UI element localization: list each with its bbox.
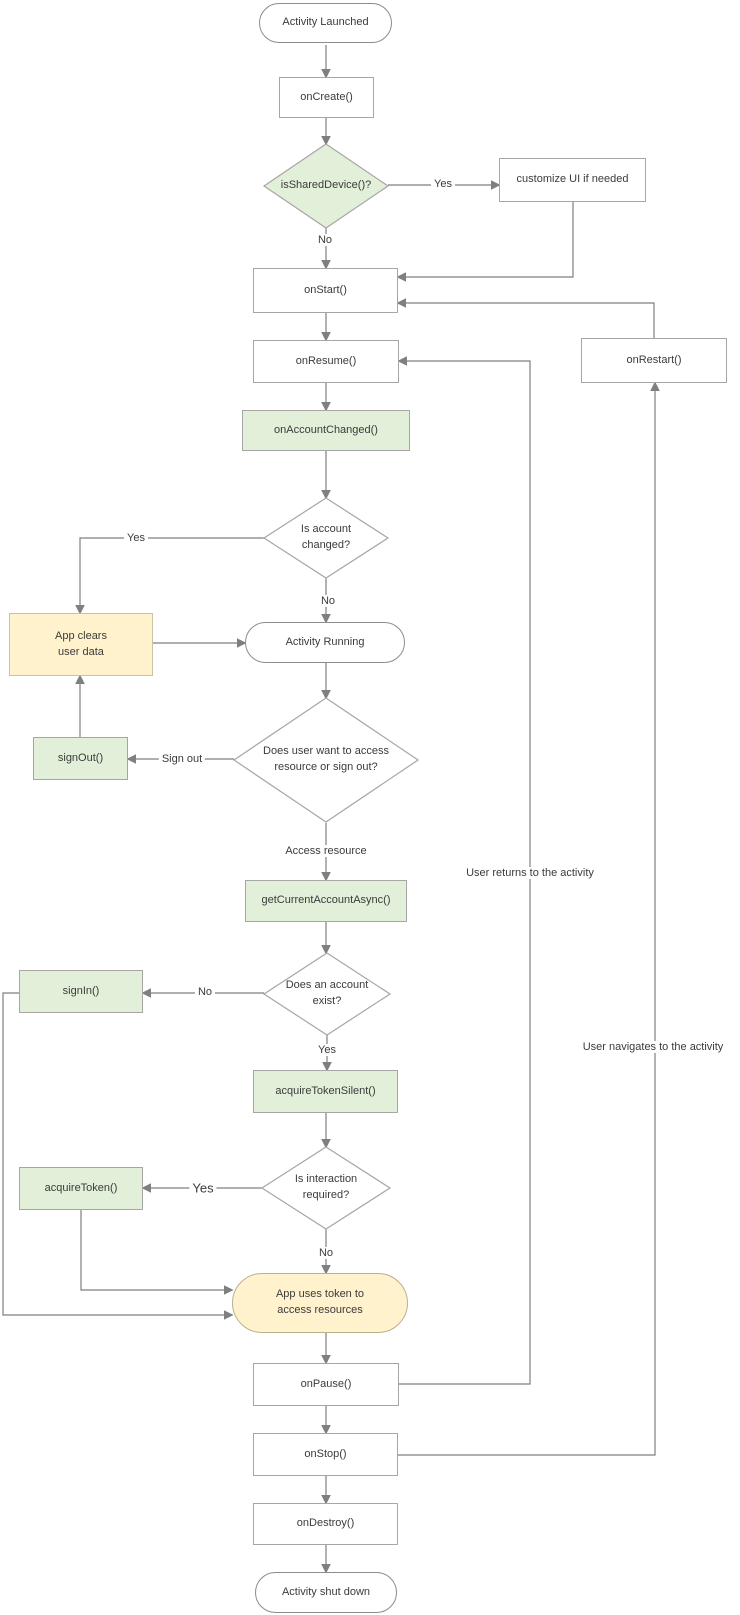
node-isshareddevice-label: isSharedDevice()? [280, 179, 372, 192]
node-is-account-changed-label: Is account changed? [300, 523, 352, 551]
node-activity-shut-down: Activity shut down [255, 1572, 397, 1613]
node-oncreate: onCreate() [279, 77, 374, 118]
node-app-clears-user-data: App clears user data [9, 613, 153, 676]
node-onaccountchanged: onAccountChanged() [242, 410, 410, 451]
edge-label-exist-no: No [194, 986, 216, 998]
connector-ischanged-to-appclears [75, 537, 264, 615]
edge-label-user-navigates: User navigates to the activity [579, 1041, 727, 1053]
node-does-user-want-shape [232, 697, 420, 823]
edge-label-interaction-yes: Yes [189, 1180, 217, 1196]
node-is-account-changed-shape [262, 497, 390, 579]
node-acquiretoken: acquireToken() [19, 1167, 143, 1210]
connector-onstop-to-onrestart-user-navigates [398, 381, 660, 1456]
node-onpause: onPause() [253, 1363, 399, 1406]
edge-label-interaction-no: No [315, 1247, 337, 1259]
node-ondestroy: onDestroy() [253, 1503, 398, 1545]
node-signout: signOut() [33, 737, 128, 780]
edge-label-exist-yes: Yes [315, 1044, 339, 1056]
connector-signin-to-appusestoken [2, 992, 234, 1320]
node-does-account-exist-shape [262, 952, 392, 1036]
node-acquiretokensilent: acquireTokenSilent() [253, 1070, 398, 1113]
node-does-account-exist-label: Does an account exist? [285, 979, 369, 1007]
node-activity-running: Activity Running [245, 622, 405, 663]
edge-label-changed-yes: Yes [124, 532, 148, 544]
node-is-interaction-required-shape [260, 1146, 392, 1230]
edge-label-shared-yes: Yes [431, 178, 455, 190]
node-onstart: onStart() [253, 268, 398, 313]
node-isshareddevice-shape [262, 143, 390, 229]
decision-shapes [232, 143, 420, 1230]
node-does-user-want-label: Does user want to access resource or sig… [263, 745, 389, 773]
connector-acquiretoken-to-appusestoken [80, 1210, 234, 1295]
edge-label-user-returns: User returns to the activity [463, 867, 597, 879]
node-is-interaction-required-label: Is interaction required? [294, 1173, 358, 1201]
node-customize-ui: customize UI if needed [499, 158, 646, 202]
node-onresume: onResume() [253, 340, 399, 383]
node-app-uses-token: App uses token to access resources [232, 1273, 408, 1333]
edge-label-sign-out: Sign out [158, 753, 206, 765]
node-getcurrentaccountasync: getCurrentAccountAsync() [245, 880, 407, 922]
edge-label-changed-no: No [317, 595, 339, 607]
connector-customize-ui-to-onstart [396, 202, 574, 282]
connector-onrestart-to-onstart [396, 298, 655, 338]
node-activity-launched: Activity Launched [259, 3, 392, 43]
node-onstop: onStop() [253, 1433, 398, 1476]
edge-label-access-resource: Access resource [282, 845, 370, 857]
edge-label-shared-no: No [314, 234, 336, 246]
node-signin: signIn() [19, 970, 143, 1013]
node-onrestart: onRestart() [581, 338, 727, 383]
